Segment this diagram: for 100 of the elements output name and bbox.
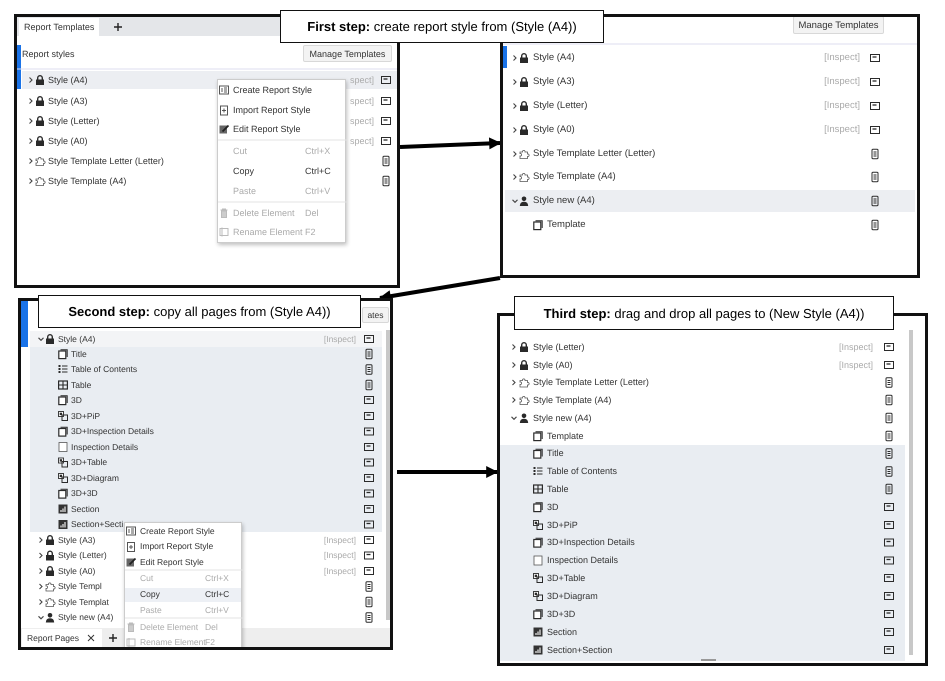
tree-item-label: Inspection Details	[547, 554, 618, 567]
menu-item: Import Report Style	[140, 540, 214, 553]
shortcut-label: Ctrl+X	[305, 144, 330, 158]
tree-item-label: Style (A0)	[533, 123, 575, 137]
source-tag: [Inspect]	[824, 75, 860, 89]
tree-item-label: Style (A0)	[533, 358, 573, 372]
tree-item-label: Style (A4)	[533, 51, 575, 65]
tree-item-label: 3D	[71, 394, 82, 406]
menu-item: Create Report Style	[140, 524, 215, 538]
tree-item-label: Style Templ	[58, 580, 102, 593]
menu-item: Edit Report Style	[233, 122, 301, 136]
tree-item-label: Template	[547, 430, 584, 442]
source-tag: [Inspect]	[838, 340, 873, 354]
tree-item-label: Style (A0)	[48, 134, 88, 148]
tree-item-label: Table	[547, 482, 569, 496]
shortcut-label: F2	[205, 636, 215, 647]
tree-item-label: Style Template (A4)	[533, 170, 616, 184]
manage-templates-button: ates	[362, 307, 389, 323]
tree-item-label: Style new (A4)	[533, 412, 592, 424]
source-tag: spect]	[350, 114, 374, 128]
tree-item-label: 3D+PiP	[547, 518, 578, 532]
tree-item-label: Style (A3)	[533, 75, 575, 89]
tree-item-label: Table of Contents	[71, 363, 138, 376]
tree-item-label: Inspection Details	[71, 440, 138, 454]
menu-item: Import Report Style	[233, 104, 311, 116]
source-tag: spect]	[350, 134, 374, 148]
tree-item-label: Section	[71, 502, 100, 516]
source-tag: [Inspect]	[824, 51, 860, 65]
menu-item: Cut	[233, 144, 248, 158]
source-tag: spect]	[350, 74, 374, 86]
tab: Report Templates	[19, 18, 99, 36]
menu-item: Rename Element	[233, 226, 303, 238]
source-tag: spect]	[350, 94, 374, 108]
tree-item-label: Style Template (A4)	[533, 394, 612, 406]
menu-item: Copy	[233, 164, 254, 178]
tree-item-label: 3D+Table	[71, 456, 108, 469]
menu-item: Cut	[140, 572, 154, 585]
tree-item-label: Style (Letter)	[533, 99, 588, 113]
section-heading: Report styles	[22, 48, 75, 60]
manage-templates-button: Manage Templates	[793, 17, 884, 34]
shortcut-label: Del	[305, 206, 319, 220]
tree-item-label: Table	[71, 378, 92, 392]
source-tag: [Inspect]	[838, 358, 873, 372]
arrow	[400, 137, 502, 150]
tree-item-label: Table of Contents	[547, 465, 618, 478]
tree-item-label: Style Template Letter (Letter)	[48, 154, 164, 168]
tree-item-label: Style new (A4)	[533, 194, 595, 208]
tree-item-label: 3D+PiP	[71, 410, 100, 422]
tree-item-label: Section+Secti	[71, 518, 124, 531]
menu-item: Copy	[140, 588, 160, 601]
tree-item-label: Style (A3)	[58, 534, 96, 546]
tree-item-label: 3D+Table	[547, 572, 586, 584]
menu-item: Edit Report Style	[140, 556, 204, 568]
tree-item-label: Template	[547, 218, 586, 232]
tab: Report Pages	[22, 629, 102, 647]
arrow	[397, 466, 498, 478]
tree-item-label: Style (Letter)	[58, 549, 107, 562]
tree-item-label: Style (Letter)	[48, 114, 100, 128]
tree-item-label: Style (Letter)	[533, 340, 585, 354]
tree-item-label: Style (A4)	[48, 74, 88, 86]
shortcut-label: Ctrl+V	[305, 184, 330, 198]
shortcut-label: Ctrl+X	[205, 572, 229, 585]
step-callout: First step: create report style from (Style (A4))	[280, 10, 604, 43]
menu-item: Create Report Style	[233, 84, 312, 96]
tree-item-label: 3D+3D	[71, 487, 98, 500]
tree-item-label: Style Template (A4)	[48, 174, 126, 188]
shortcut-label: Ctrl+C	[305, 164, 331, 178]
menu-item: Rename Element	[140, 636, 206, 647]
menu-item: Paste	[140, 604, 162, 616]
manage-templates-button: Manage Templates	[303, 45, 392, 62]
source-tag: [Inspect]	[324, 549, 356, 562]
tree-item-label: 3D+3D	[547, 608, 576, 620]
step-callout: Third step: drag and drop all pages to (New Style (A4))	[514, 296, 894, 330]
step-callout: Second step: copy all pages from (Style A4))	[38, 295, 361, 328]
tree-item-label: 3D+Diagram	[547, 590, 598, 602]
tree-item-label: 3D	[547, 500, 559, 514]
tree-item-label: Section	[547, 626, 578, 638]
source-tag: [Inspect]	[824, 99, 860, 113]
tree-item-label: Title	[547, 447, 564, 460]
source-tag: [Inspect]	[824, 123, 860, 137]
tree-item-label: Style (A3)	[48, 94, 88, 108]
tree-item-label: Title	[71, 348, 87, 360]
tree-item-label: Style (A0)	[58, 564, 96, 578]
tree-item-label: Style Template Letter (Letter)	[533, 147, 656, 161]
menu-item: Delete Element	[233, 206, 295, 220]
shortcut-label: F2	[305, 226, 316, 238]
screenshot-panel	[18, 298, 393, 650]
tree-item-label: Style (A4)	[58, 332, 96, 346]
shortcut-label: Ctrl+V	[205, 604, 229, 616]
menu-item: Delete Element	[140, 620, 198, 634]
shortcut-label: Del	[205, 620, 218, 634]
tree-item-label: Section+Section	[547, 644, 612, 656]
tree-item-label: Style new (A4)	[58, 611, 114, 624]
tree-item-label: 3D+Diagram	[71, 472, 119, 484]
source-tag: [Inspect]	[324, 332, 356, 346]
tree-item-label: 3D+Inspection Details	[547, 536, 635, 549]
tree-item-label: 3D+Inspection Details	[71, 425, 154, 438]
shortcut-label: Ctrl+C	[205, 588, 230, 601]
tree-item-label: Style Templat	[58, 596, 109, 608]
source-tag: [Inspect]	[324, 564, 356, 578]
